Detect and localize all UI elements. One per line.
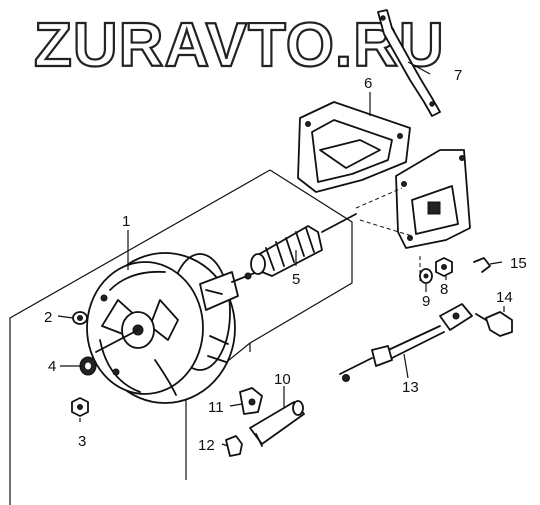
nut-12 [225, 435, 243, 457]
callout-14: 14 [496, 289, 513, 306]
nut-3 [71, 397, 89, 417]
washer-9 [419, 268, 433, 284]
nut-2 [72, 311, 88, 325]
dashed-guide-2 [359, 219, 413, 237]
callout-6: 6 [364, 75, 372, 92]
assembly-outline [9, 169, 271, 505]
callout-11: 11 [208, 399, 224, 416]
clip-11 [239, 387, 263, 415]
upper-bracket-6 [297, 101, 411, 193]
pin-14 [475, 311, 513, 337]
assembly-outline-right [185, 169, 353, 480]
callout-15: 15 [510, 255, 527, 272]
mounting-plate [395, 149, 471, 249]
callout-9: 9 [422, 293, 430, 310]
callout-4: 4 [48, 358, 56, 375]
callout-7: 7 [454, 67, 462, 84]
callout-12: 12 [198, 437, 215, 454]
callout-5: 5 [292, 271, 300, 288]
pushrod-clevis-13 [339, 303, 473, 382]
dashed-guide-1 [355, 187, 403, 209]
callout-10: 10 [274, 371, 291, 388]
leader-lines [57, 61, 505, 447]
rubber-boot-5 [250, 213, 357, 277]
brake-booster-1 [86, 252, 263, 404]
sleeve-10 [249, 400, 305, 447]
callout-1: 1 [122, 213, 130, 230]
watermark-text: ZURAVTO.RU [34, 11, 445, 80]
clip-15 [473, 257, 491, 273]
callout-2: 2 [44, 309, 52, 326]
washer-4 [79, 356, 97, 376]
callout-8: 8 [440, 281, 448, 298]
nut-8 [435, 257, 453, 277]
callout-13: 13 [402, 379, 419, 396]
callout-3: 3 [78, 433, 86, 450]
